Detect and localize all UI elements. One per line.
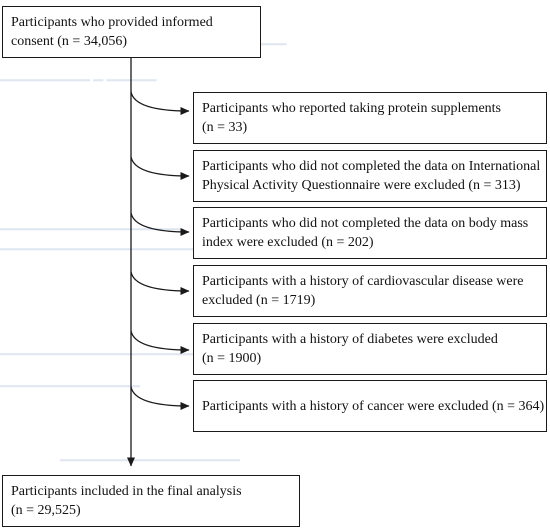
branch-arrow-2 <box>130 156 190 180</box>
exclusion-box-line-1: Participants who did not completed the d… <box>202 216 529 231</box>
exclusion-box-line-1: Participants with a history of cancer we… <box>202 399 545 414</box>
exclusion-box-protein-supplements: Participants who reported taking protein… <box>193 92 547 144</box>
exclusion-box-line-2: (n = 1900) <box>202 351 262 366</box>
exclusion-box-line-2: excluded (n = 1719) <box>202 293 316 308</box>
bleed-through-text: ▁▁▁▁▁▁▁▁▁▁▁▁▁▁▁▁▁▁ <box>60 446 240 461</box>
start-box-line-2: consent (n = 34,056) <box>11 34 127 49</box>
start-box: Participants who provided informed conse… <box>2 6 261 58</box>
exclusion-box-line-1: Participants with a history of cardiovas… <box>202 274 524 289</box>
bleed-through-text: ▁▁▁▁▁▁▁▁▁▁▁▁▁▁▁▁▁▁▁▁▁▁▁ <box>0 340 230 355</box>
exclusion-box-line-2: (n = 33) <box>202 120 248 135</box>
final-analysis-box: Participants included in the final analy… <box>2 475 300 527</box>
branch-arrow-6 <box>130 386 190 410</box>
branch-arrow-1 <box>130 91 190 115</box>
bleed-through-text: ▁▁▁▁▁▁▁▁▁ ▁ ▁▁▁▁▁ <box>0 66 157 81</box>
branch-arrow-3 <box>130 212 190 236</box>
exclusion-box-line-1: Participants who reported taking protein… <box>202 101 501 116</box>
branch-arrow-5 <box>130 330 190 354</box>
final-box-line-1: Participants included in the final analy… <box>11 484 242 499</box>
final-box-line-2: (n = 29,525) <box>11 503 81 518</box>
branch-arrow-4 <box>130 271 190 295</box>
start-box-line-1: Participants who provided informed <box>11 15 213 30</box>
exclusion-box-line-1: Participants who did not completed the d… <box>202 159 541 174</box>
bleed-through-text: ▁▁▁▁▁▁▁▁▁▁▁▁▁▁▁▁▁▁ <box>0 215 180 230</box>
bleed-through-text: ▁▁▁▁▁▁▁▁▁▁▁▁▁▁ <box>0 372 140 387</box>
exclusion-box-line-2: index were excluded (n = 202) <box>202 235 374 250</box>
bleed-through-text: ▁▁▁▁▁▁▁▁▁▁▁▁▁▁▁▁▁▁▁▁▁ <box>0 235 210 250</box>
exclusion-box-bmi-missing: Participants who did not completed the d… <box>193 207 547 259</box>
exclusion-box-line-1: Participants with a history of diabetes … <box>202 332 498 347</box>
exclusion-box-ipaq-missing: Participants who did not completed the d… <box>193 150 547 202</box>
exclusion-box-cardiovascular-disease: Participants with a history of cardiovas… <box>193 265 547 317</box>
exclusion-box-line-2: Physical Activity Questionnaire were exc… <box>202 178 521 193</box>
exclusion-box-cancer: Participants with a history of cancer we… <box>193 380 547 432</box>
exclusion-box-diabetes: Participants with a history of diabetes … <box>193 323 547 375</box>
